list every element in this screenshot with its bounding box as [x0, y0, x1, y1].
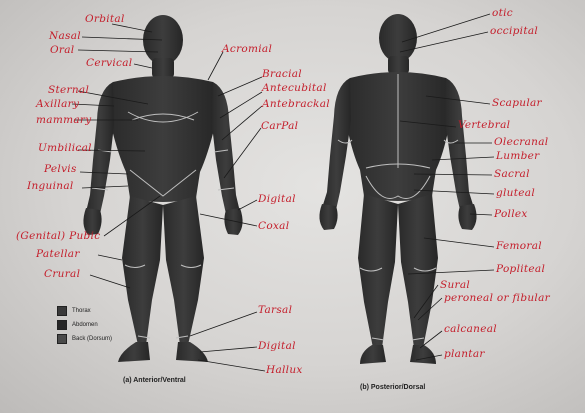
label-vertebral: Vertebral: [458, 119, 510, 131]
legend-swatch: [57, 334, 67, 344]
label-peroneal: peroneal or fibular: [444, 292, 550, 304]
label-cervical: Cervical: [86, 57, 132, 69]
label-carpal: CarPal: [261, 120, 298, 132]
legend-label: Back (Dorsum): [72, 336, 112, 342]
label-calcaneal: calcaneal: [444, 323, 497, 335]
label-pubic: (Genital) Pubic: [16, 230, 100, 242]
label-orbital: Orbital: [85, 13, 125, 25]
label-pollex: Pollex: [494, 208, 528, 220]
label-mammary: mammary: [36, 114, 91, 126]
label-oral: Oral: [50, 44, 74, 56]
legend-label: Abdomen: [72, 322, 98, 328]
label-antecubital: Antecubital: [262, 82, 327, 94]
label-antebrachial: Antebrackal: [262, 98, 330, 110]
label-sacral: Sacral: [494, 168, 530, 180]
label-digital-foot: Digital: [258, 340, 296, 352]
label-scapular: Scapular: [492, 97, 542, 109]
label-patellar: Patellar: [36, 248, 80, 260]
label-otic: otic: [492, 7, 513, 19]
label-nasal: Nasal: [49, 30, 81, 42]
legend-swatch: [57, 306, 67, 316]
label-olecranal: Olecranal: [494, 136, 548, 148]
label-acromial: Acromial: [222, 43, 272, 55]
label-plantar: plantar: [444, 348, 485, 360]
label-coxal: Coxal: [258, 220, 289, 232]
label-brachial: Bracial: [262, 68, 302, 80]
label-sural: Sural: [440, 279, 470, 291]
label-umbilical: Umbilical: [38, 142, 92, 154]
anterior-caption: (a) Anterior/Ventral: [123, 377, 186, 384]
posterior-caption: (b) Posterior/Dorsal: [360, 384, 425, 391]
posterior-figure: [319, 14, 476, 364]
label-sternal: Sternal: [48, 84, 89, 96]
legend-label: Thorax: [72, 308, 91, 314]
label-hallux: Hallux: [266, 364, 303, 376]
legend-item-thorax: Thorax: [57, 305, 112, 316]
label-femoral: Femoral: [496, 240, 542, 252]
legend-swatch: [57, 320, 67, 330]
label-digital-hand: Digital: [258, 193, 296, 205]
label-popliteal: Popliteal: [496, 263, 545, 275]
label-inguinal: Inguinal: [27, 180, 74, 192]
legend: Thorax Abdomen Back (Dorsum): [57, 305, 112, 347]
label-axillary: Axillary: [36, 98, 79, 110]
label-pelvis: Pelvis: [44, 163, 77, 175]
label-lumbar: Lumber: [496, 150, 539, 162]
legend-item-abdomen: Abdomen: [57, 319, 112, 330]
legend-item-back: Back (Dorsum): [57, 333, 112, 344]
label-gluteal: gluteal: [496, 187, 535, 199]
label-crural: Crural: [44, 268, 80, 280]
label-occipital: occipital: [490, 25, 538, 37]
label-tarsal: Tarsal: [258, 304, 292, 316]
